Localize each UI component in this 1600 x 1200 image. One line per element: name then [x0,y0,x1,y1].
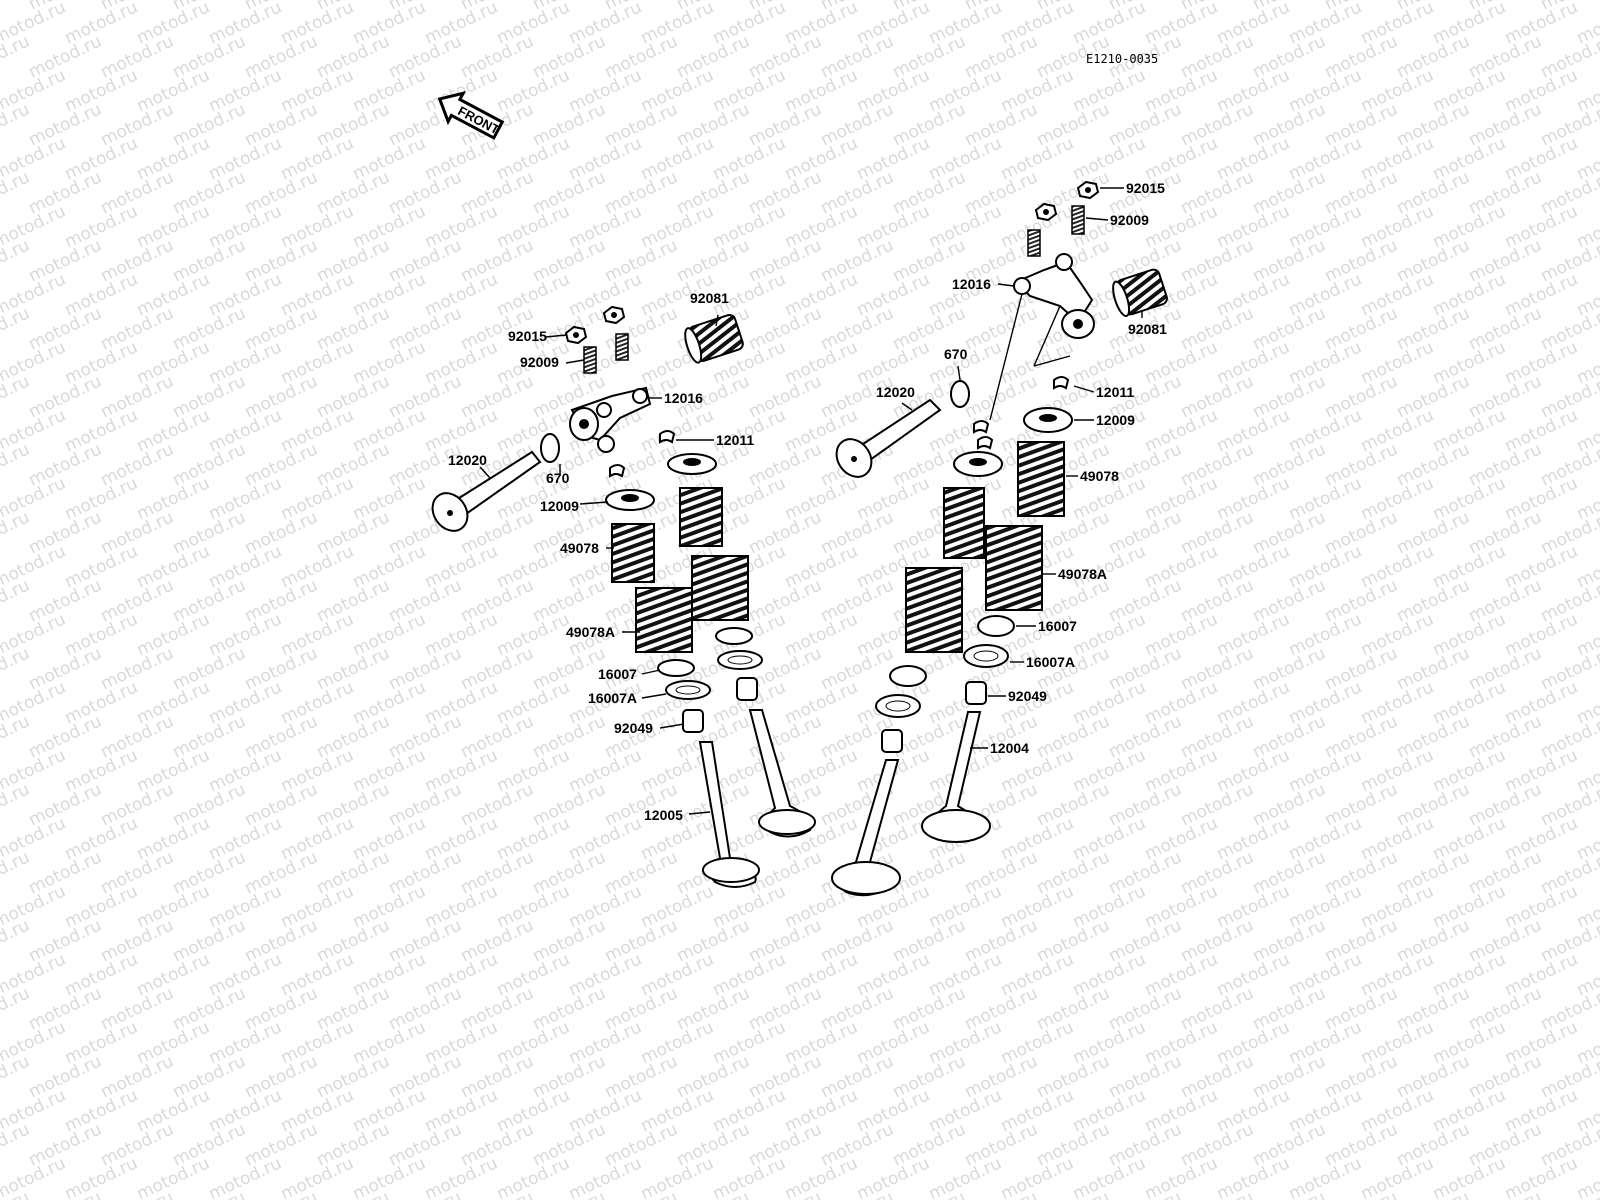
label-right-92009: 92009 [1110,212,1149,228]
left-seat-a [657,659,695,677]
left-valve-column-a [605,489,760,888]
right-cotter-c [977,436,994,450]
right-seat-a [889,665,927,687]
label-left-670: 670 [546,470,570,486]
label-left-92015: 92015 [508,328,547,344]
right-seal-a [881,729,903,753]
label-right-16007: 16007 [1038,618,1077,634]
right-screw-b [1027,229,1041,257]
right-oring [950,380,970,408]
label-left-12005: 12005 [644,807,683,823]
label-left-92009: 92009 [520,354,559,370]
label-right-670: 670 [944,346,968,362]
right-nut-a [1076,180,1100,200]
label-right-16007a: 16007A [1026,654,1075,670]
right-seat-b [977,615,1015,637]
label-left-92081: 92081 [690,290,729,306]
label-left-16007a: 16007A [588,690,637,706]
left-rocker-shaft [431,450,542,532]
right-rocker-arm [1013,253,1095,339]
right-outer-spring-b [985,525,1043,611]
right-outer-spring-a [905,567,963,653]
label-left-12020: 12020 [448,452,487,468]
right-rocker-shaft [835,398,942,478]
right-valve-column-b [921,407,1073,843]
left-seat-b [715,627,753,645]
right-valve-column-a [831,451,1003,897]
right-inner-spring-b [1017,441,1065,517]
right-screw-a [1071,205,1085,235]
left-outer-spring-a [635,587,693,653]
left-nut-b [602,305,626,325]
left-outer-spring-b [691,555,749,621]
label-right-49078: 49078 [1080,468,1119,484]
right-valve-assembly: 92015 92009 12016 92081 670 12020 12011 … [831,180,1168,897]
left-screw-b [615,333,629,361]
label-right-12016: 12016 [952,276,991,292]
left-screw-a [583,346,597,374]
left-valve-column-b [667,453,816,838]
left-rocker-arm [569,386,652,453]
label-right-92015: 92015 [1126,180,1165,196]
label-left-12011: 12011 [716,432,754,448]
right-cotter-b [973,420,990,434]
right-cotter-a [1053,376,1070,390]
label-right-12020: 12020 [876,384,915,400]
left-spring-92081 [684,314,744,364]
label-left-12009: 12009 [540,498,579,514]
label-left-49078a: 49078A [566,624,615,640]
left-seal-b [736,677,758,701]
left-cotter-a [659,430,676,444]
left-cotter-b [609,464,626,478]
right-inner-spring-a [943,487,985,559]
diagram-code: E1210-0035 [1086,52,1158,66]
left-valve-assembly: 92015 92009 92081 12016 12011 12020 670 … [431,290,816,888]
left-inner-spring-a [611,523,655,583]
label-right-92049: 92049 [1008,688,1047,704]
left-nut-a [564,325,588,345]
label-left-16007: 16007 [598,666,637,682]
label-right-92081: 92081 [1128,321,1167,337]
right-spring-92081 [1112,268,1168,318]
label-right-12004: 12004 [990,740,1029,756]
label-left-92049: 92049 [614,720,653,736]
right-nut-b [1034,202,1058,222]
left-oring [540,433,560,463]
label-left-49078: 49078 [560,540,599,556]
label-right-12011: 12011 [1096,384,1134,400]
left-seal-a [682,709,704,733]
label-right-12009: 12009 [1096,412,1135,428]
label-right-49078a: 49078A [1058,566,1107,582]
left-inner-spring-b [679,487,723,547]
label-left-12016: 12016 [664,390,703,406]
right-seal-b [965,681,987,705]
